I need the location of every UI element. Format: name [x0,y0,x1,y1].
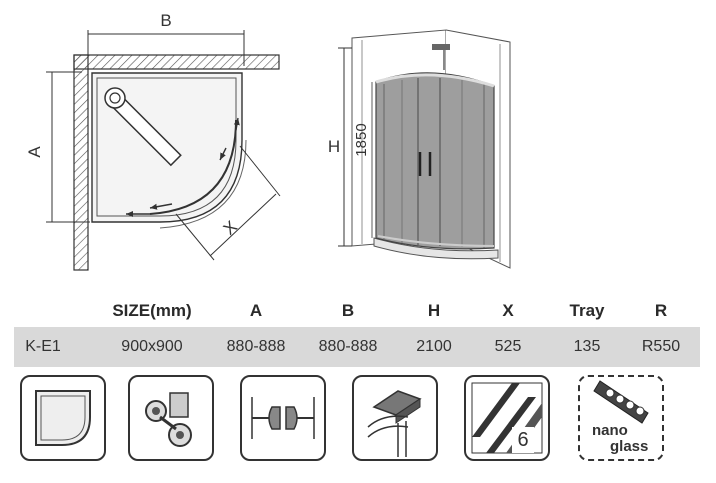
magnetic-seal-icon [240,375,326,461]
a-cell: 880-888 [226,338,286,355]
dimension-x-label: X [220,217,241,239]
h-cell: 2100 [416,338,452,355]
dimension-b-label: B [160,11,171,30]
spec-table-header: SIZE(mm) A B H X Tray R [0,298,716,324]
spec-table-row: K-E1 900x900 880-888 880-888 2100 525 13… [14,327,700,367]
b-cell: 880-888 [318,338,378,355]
height-value-label: 1850 [353,123,370,156]
size-cell: 900x900 [121,338,183,355]
perspective-view-diagram [338,29,511,269]
quadrant-tray-icon [20,375,106,461]
x-cell: 525 [494,338,522,355]
technical-drawings: B A X H 1850 [25,11,511,271]
header-tray: Tray [569,301,605,320]
header-x: X [502,301,514,320]
r-cell: R550 [641,338,681,355]
glass-thickness-icon: 6 [464,375,550,461]
tray-cell: 135 [573,338,601,355]
nano-glass-icon: nano glass [578,375,664,461]
roller-wheels-icon [128,375,214,461]
glass-label: glass [610,438,649,455]
header-r: R [654,301,668,320]
dimension-h-label: H [328,137,340,156]
header-size: SIZE(mm) [112,301,192,320]
dimension-a-label: A [25,146,44,158]
plan-view-diagram [46,30,281,271]
feature-icons: 6 nano glass [0,375,716,475]
header-a: A [249,301,263,320]
nano-label: nano [592,422,628,439]
aluminium-frame-icon [352,375,438,461]
model-cell: K-E1 [25,338,61,355]
glass-thickness-value: 6 [512,427,534,453]
header-b: B [341,301,355,320]
header-h: H [427,301,441,320]
